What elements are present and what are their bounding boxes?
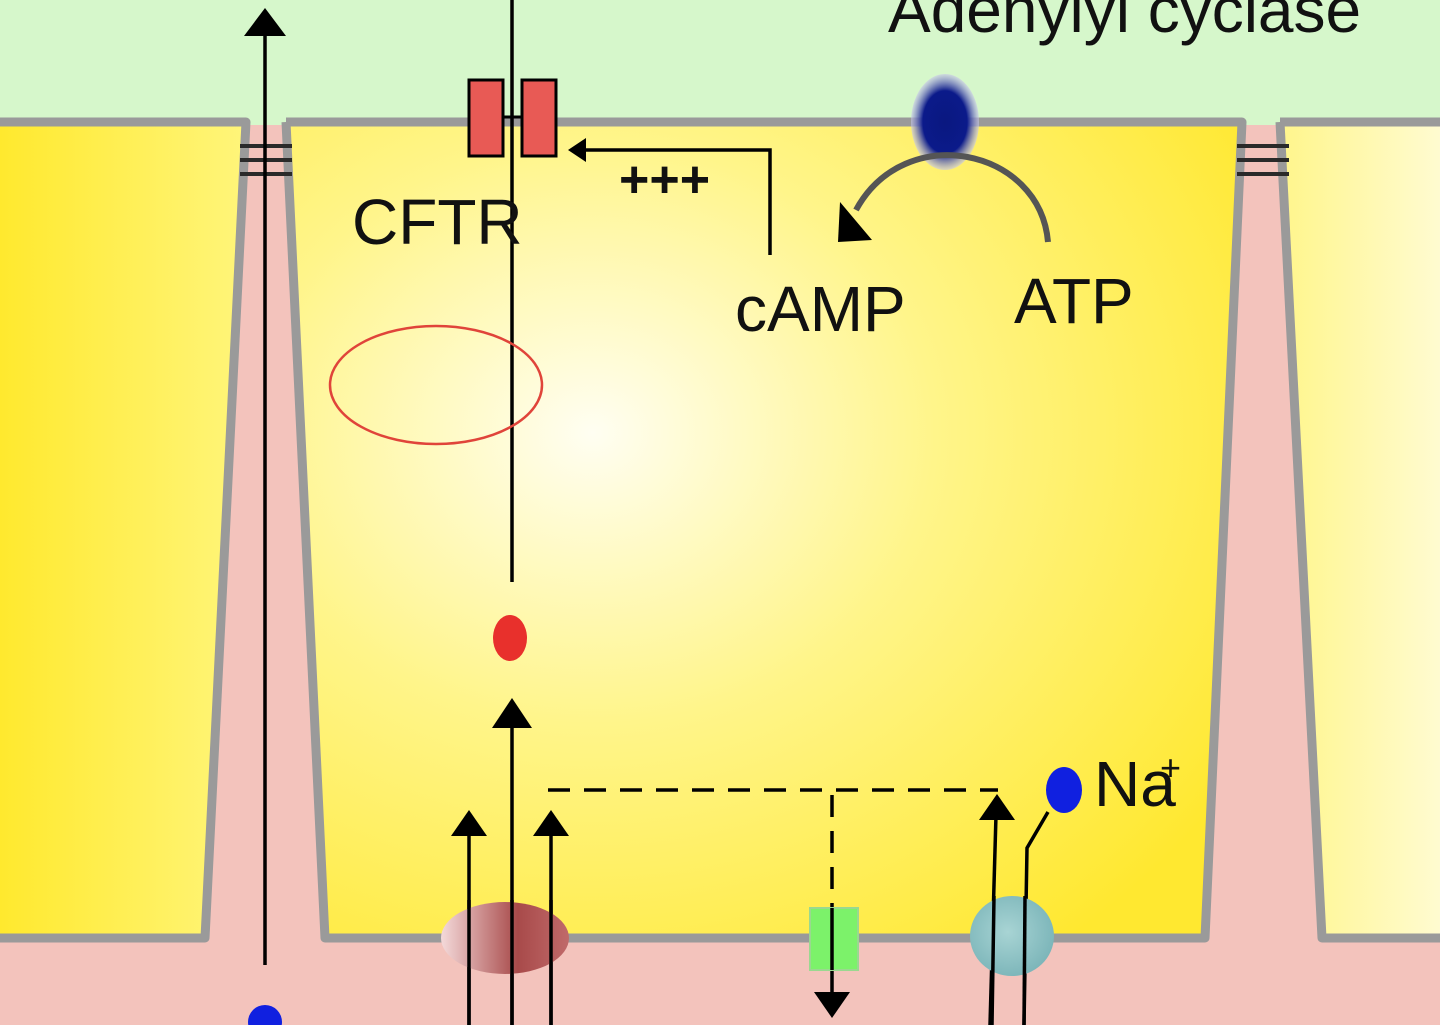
adenylyl-cyclase-label: Adenylyl cyclase [888, 0, 1361, 46]
atp-label: ATP [1014, 265, 1134, 337]
paracellular-sodium-arrow [244, 8, 286, 965]
adenylyl-cyclase-icon [911, 74, 979, 170]
sodium-label: Na [1094, 748, 1176, 820]
cftr-channel-icon [467, 78, 558, 158]
potassium-channel-icon [809, 907, 859, 971]
epithelial-cell [288, 125, 1240, 935]
left-neighbor-cell [0, 125, 244, 935]
sodium-ion-dot-icon [248, 1005, 282, 1025]
tight-junction-right [1237, 144, 1289, 176]
dashed-coupling-line [548, 788, 998, 912]
camp-label: cAMP [735, 273, 906, 345]
uptake-arrowheads [451, 698, 569, 836]
highlight-ring [328, 324, 544, 446]
camp-stimulation-arrow [568, 138, 772, 255]
transporter-through-lines [467, 895, 1027, 1025]
chloride-ion-dot-icon [493, 615, 527, 661]
cotransporter-icon [441, 902, 569, 974]
sodium-ion-dot-icon [1046, 767, 1082, 813]
cftr-label: CFTR [352, 186, 523, 258]
sodium-charge-label: + [1160, 747, 1181, 788]
right-neighbor-cell [1282, 125, 1440, 935]
stimulation-label: +++ [619, 151, 710, 209]
lumen-region [0, 0, 1440, 125]
atp-to-camp-arc [838, 152, 1051, 243]
na-k-pump-icon [970, 896, 1054, 976]
